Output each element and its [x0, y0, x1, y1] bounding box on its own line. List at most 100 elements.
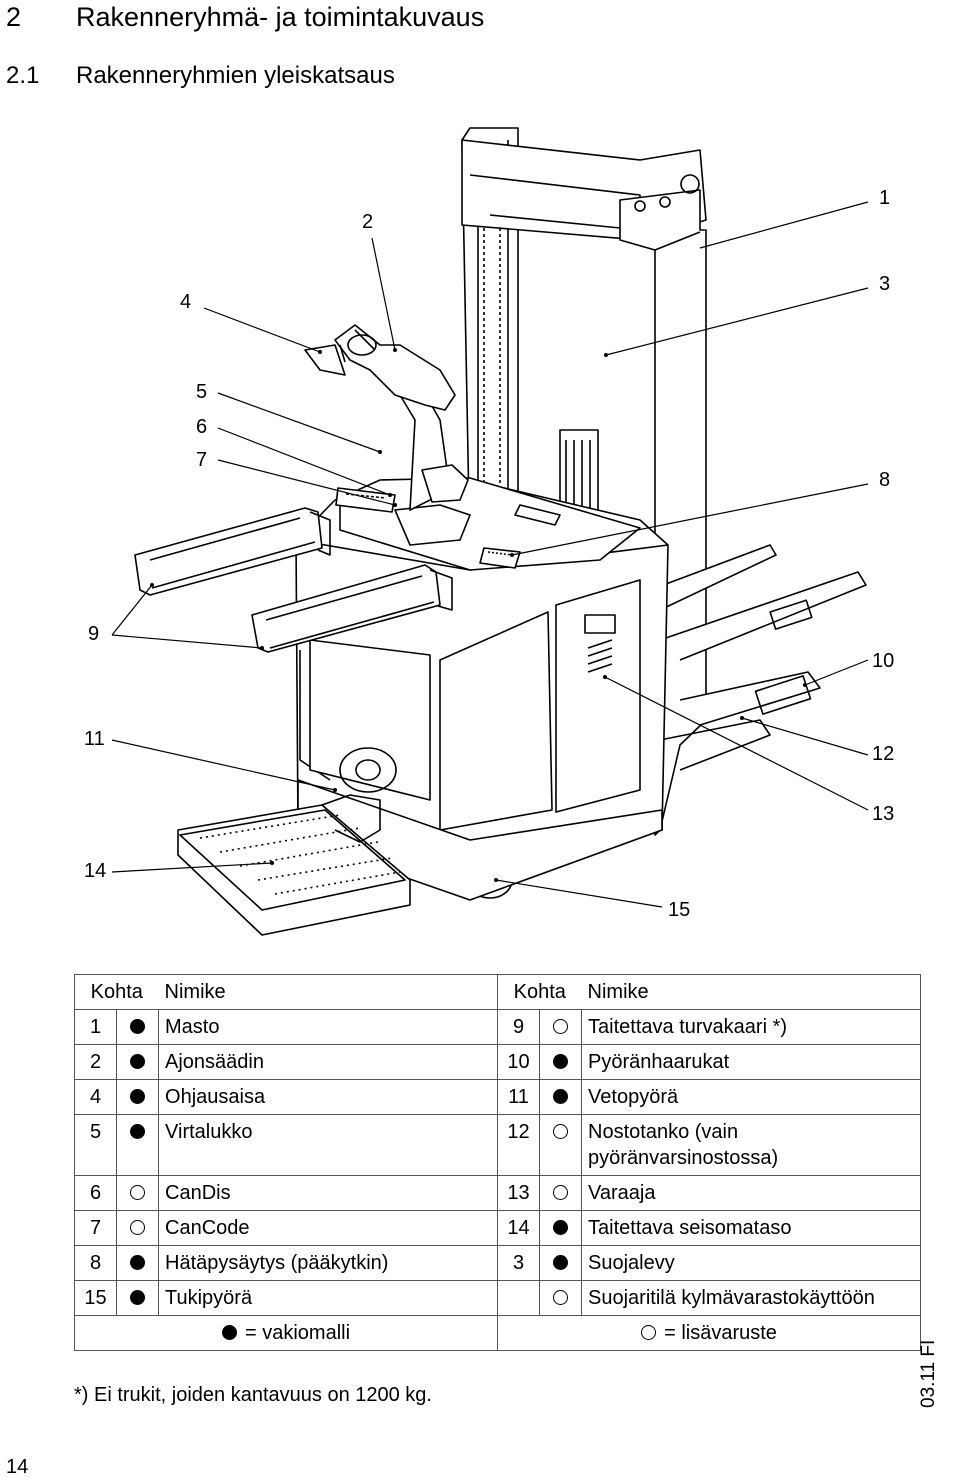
- item-number-right: 11: [497, 1079, 541, 1115]
- section-number: 2.1: [6, 62, 40, 89]
- callout-13: 13: [872, 803, 894, 825]
- chapter-title: Rakenneryhmä- ja toimintakuvaus: [76, 2, 485, 32]
- availability-marker-right: [539, 1280, 583, 1316]
- item-number-left: 4: [74, 1079, 117, 1115]
- footnote: *) Ei trukit, joiden kantavuus on 1200 k…: [74, 1384, 432, 1406]
- callout-10: 10: [872, 650, 894, 672]
- section-title: Rakenneryhmien yleiskatsaus: [76, 62, 395, 89]
- chapter-number: 2: [6, 2, 22, 32]
- item-number-left: 8: [74, 1245, 117, 1281]
- legend-optional: = lisävaruste: [497, 1315, 922, 1351]
- empty-circle-icon: [130, 1185, 145, 1200]
- filled-circle-icon: [553, 1054, 569, 1069]
- item-name-left: Ohjausaisa: [158, 1079, 499, 1115]
- header-kohta-left: Kohta: [73, 974, 159, 1010]
- empty-circle-icon: [553, 1019, 569, 1034]
- callout-4: 4: [180, 291, 191, 313]
- item-name-left: CanCode: [158, 1210, 499, 1246]
- callout-6: 6: [196, 416, 207, 438]
- table-row: 15 Tukipyörä Suojaritilä kylmävarastokäytt…: [74, 1280, 922, 1316]
- empty-circle-icon: [553, 1185, 569, 1200]
- filled-circle-icon: [130, 1019, 145, 1034]
- item-name-left: CanDis: [158, 1175, 499, 1211]
- callout-7: 7: [196, 449, 207, 471]
- empty-circle-icon: [553, 1290, 569, 1305]
- empty-circle-icon: [553, 1124, 569, 1139]
- callout-12: 12: [872, 743, 894, 765]
- callout-3: 3: [879, 273, 890, 295]
- availability-marker-left: [115, 1079, 160, 1115]
- availability-marker-right: [539, 1079, 583, 1115]
- table-header-row: Kohta Nimike Kohta Nimike: [73, 974, 922, 1010]
- availability-marker-left: [115, 1280, 160, 1316]
- availability-marker-left: [115, 1044, 160, 1080]
- availability-marker-right: [539, 1009, 583, 1045]
- callout-11: 11: [84, 728, 105, 750]
- item-name-left: Hätäpysäytys (pääkytkin): [158, 1245, 499, 1281]
- filled-circle-icon: [130, 1054, 145, 1069]
- item-name-right: Taitettava seisomataso: [581, 1210, 922, 1246]
- item-number-right: 14: [497, 1210, 541, 1246]
- item-name-left: Ajonsäädin: [158, 1044, 499, 1080]
- filled-circle-icon: [130, 1089, 145, 1104]
- filled-circle-icon: [221, 1325, 237, 1340]
- filled-circle-icon: [130, 1290, 145, 1305]
- filled-circle-icon: [553, 1255, 569, 1270]
- pallet-truck-illustration: 1 2 3 4 5 6 7 8 9 10 11 12 13 14 15: [84, 127, 894, 936]
- item-number-right: 9: [497, 1009, 541, 1045]
- item-name-right: Vetopyörä: [581, 1079, 922, 1115]
- header-nimike-left: Nimike: [158, 974, 499, 1010]
- availability-marker-left: [115, 1245, 160, 1281]
- callout-1: 1: [879, 187, 890, 209]
- availability-marker-left: [115, 1175, 160, 1211]
- callout-15: 15: [668, 899, 690, 921]
- availability-marker-right: [539, 1245, 583, 1281]
- item-name-left: Masto: [158, 1009, 499, 1045]
- item-name-right: Suojalevy: [581, 1245, 922, 1281]
- header-nimike-right: Nimike: [581, 974, 922, 1010]
- filled-circle-icon: [130, 1255, 145, 1270]
- header-kohta-right: Kohta: [497, 974, 582, 1010]
- item-number-left: 1: [74, 1009, 117, 1045]
- item-name-right: Pyöränhaarukat: [581, 1044, 922, 1080]
- item-name-right: Suojaritilä kylmävarastokäyttöön: [581, 1280, 922, 1316]
- availability-marker-left: [115, 1114, 160, 1176]
- item-name-right: Nostotanko (vain pyöränvarsinostossa): [581, 1114, 922, 1176]
- empty-circle-icon: [130, 1220, 145, 1235]
- table-footer-row: = vakiomalli = lisävaruste: [73, 1315, 922, 1351]
- availability-marker-right: [539, 1114, 583, 1176]
- item-name-right: Varaaja: [581, 1175, 922, 1211]
- item-number-right: [497, 1280, 541, 1316]
- availability-marker-left: [115, 1009, 160, 1045]
- legend-standard: = vakiomalli: [73, 1315, 499, 1351]
- filled-circle-icon: [553, 1220, 569, 1235]
- item-number-left: 2: [74, 1044, 117, 1080]
- item-number-left: 6: [74, 1175, 117, 1211]
- item-number-left: 7: [74, 1210, 117, 1246]
- item-name-right: Taitettava turvakaari *): [581, 1009, 922, 1045]
- item-name-left: Virtalukko: [158, 1114, 499, 1176]
- empty-circle-icon: [641, 1325, 657, 1340]
- availability-marker-right: [539, 1210, 583, 1246]
- filled-circle-icon: [130, 1124, 145, 1139]
- page-number: 14: [6, 1456, 29, 1478]
- availability-marker-right: [539, 1175, 583, 1211]
- availability-marker-left: [115, 1210, 160, 1246]
- availability-marker-right: [539, 1044, 583, 1080]
- item-number-right: 10: [497, 1044, 541, 1080]
- item-number-right: 13: [497, 1175, 541, 1211]
- item-number-left: 15: [74, 1280, 117, 1316]
- callout-14: 14: [84, 860, 106, 882]
- callout-8: 8: [879, 469, 890, 491]
- item-name-left: Tukipyörä: [158, 1280, 499, 1316]
- callout-5: 5: [196, 381, 207, 403]
- item-number-right: 12: [497, 1114, 541, 1176]
